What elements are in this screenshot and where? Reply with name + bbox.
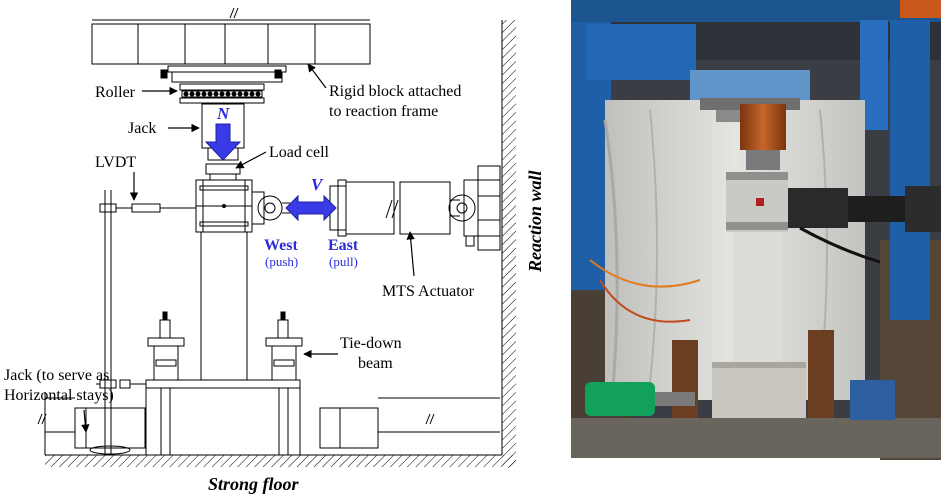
load-cell — [205, 163, 241, 181]
label-rigid-block-2: to reaction frame — [329, 103, 438, 120]
label-roller: Roller — [95, 84, 136, 101]
label-west: West — [264, 237, 298, 254]
schematic-drawing — [37, 7, 516, 468]
label-strong-floor: Strong floor — [208, 474, 300, 494]
label-lvdt: LVDT — [95, 154, 136, 171]
tie-down-right — [265, 311, 303, 455]
horizontal-stay-jack-left — [37, 392, 146, 455]
test-photo — [571, 0, 941, 460]
lvdt-support — [96, 190, 146, 455]
label-jack: Jack — [128, 120, 156, 137]
tie-down-left — [147, 311, 185, 455]
label-east-sub: (pull) — [329, 254, 358, 269]
label-west-sub: (push) — [265, 254, 298, 269]
column-cap — [195, 179, 253, 233]
label-mts-actuator: MTS Actuator — [382, 283, 475, 300]
label-tie-down-2: beam — [358, 355, 393, 372]
label-east: East — [328, 237, 359, 254]
mts-actuator — [329, 165, 501, 251]
label-load-cell: Load cell — [269, 144, 330, 161]
label-jack-stays-2: Horizontal stays) — [4, 387, 114, 404]
label-tie-down-1: Tie-down — [340, 335, 402, 352]
foundation — [145, 379, 301, 456]
column — [200, 231, 248, 381]
label-axial-load: N — [216, 104, 230, 123]
label-lateral-load: V — [311, 175, 324, 194]
axial-load-arrow — [204, 123, 242, 161]
roller — [179, 83, 265, 104]
leader-lines — [81, 63, 415, 433]
horizontal-stay-jack-right — [319, 397, 500, 449]
reaction-wall — [501, 20, 516, 468]
label-reaction-wall: Reaction wall — [525, 170, 545, 273]
lateral-load-arrow — [285, 194, 337, 222]
strong-floor — [45, 454, 516, 467]
clevis-connection — [251, 191, 290, 225]
reaction-frame-beam — [91, 7, 371, 65]
lvdt — [99, 203, 196, 213]
label-jack-stays-1: Jack (to serve as — [4, 367, 109, 384]
rigid-block — [160, 65, 287, 83]
label-rigid-block-1: Rigid block attached — [329, 83, 461, 100]
